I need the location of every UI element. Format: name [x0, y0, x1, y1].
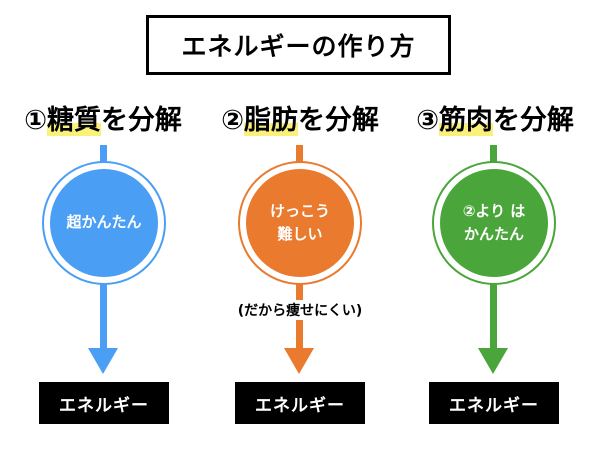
heading-highlight: 糖質 — [46, 105, 101, 136]
heading-suffix: を分解 — [297, 105, 379, 136]
blue-arrowhead — [88, 348, 118, 374]
circle-fat: けっこう 難しい — [240, 163, 360, 283]
heading-highlight: 筋肉 — [438, 105, 493, 136]
fat-note: (だから痩せにくい) — [215, 300, 385, 320]
diagram-title: エネルギーの作り方 — [146, 15, 451, 75]
green-arrowhead — [478, 348, 508, 374]
heading-suffix: を分解 — [492, 105, 574, 136]
circle-text-line: けっこう — [269, 201, 330, 220]
heading-number: ① — [24, 105, 47, 136]
heading-carbohydrate: ①糖質を分解 — [8, 98, 198, 137]
energy-box-muscle: エネルギー — [429, 382, 559, 424]
circle-muscle: ②より は かんたん — [434, 163, 554, 283]
heading-number: ② — [221, 105, 244, 136]
circle-text-line: 難しい — [277, 225, 323, 243]
heading-suffix: を分解 — [100, 105, 182, 136]
heading-highlight: 脂肪 — [243, 105, 298, 136]
energy-box-fat: エネルギー — [235, 382, 365, 424]
orange-arrowhead — [284, 348, 314, 374]
energy-box-carbohydrate: エネルギー — [39, 382, 169, 424]
circle-text-line: 超かんたん — [66, 213, 142, 232]
circle-text-line: ②より は — [462, 201, 526, 220]
heading-muscle: ③筋肉を分解 — [400, 98, 590, 137]
heading-fat: ②脂肪を分解 — [203, 98, 397, 137]
circle-carbohydrate: 超かんたん — [44, 163, 164, 283]
heading-number: ③ — [416, 105, 439, 136]
circle-text-line: かんたん — [463, 225, 524, 243]
